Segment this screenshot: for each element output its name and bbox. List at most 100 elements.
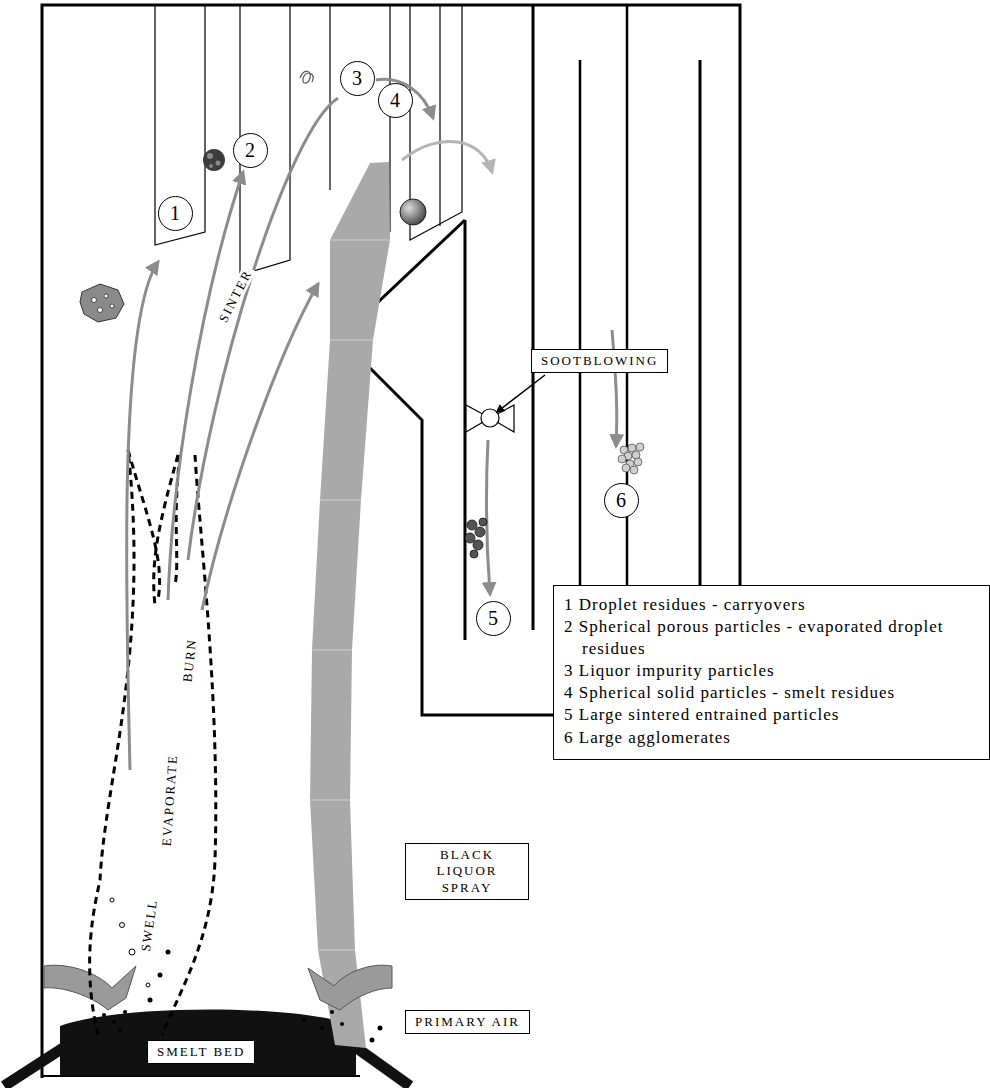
node-text: 4 bbox=[390, 89, 400, 112]
drawing-stroke bbox=[475, 527, 485, 537]
drawing-stroke bbox=[378, 1026, 383, 1031]
drawing-stroke bbox=[188, 98, 338, 560]
callout-number: 4 bbox=[378, 83, 413, 118]
drawing-stroke bbox=[308, 965, 392, 1010]
smelt-residue-arrow bbox=[402, 141, 492, 172]
drawing-stroke bbox=[123, 1010, 127, 1014]
drawing-stroke bbox=[216, 161, 221, 166]
process-stage-label: EVAPORATE bbox=[160, 752, 181, 849]
drawing-stroke bbox=[120, 923, 125, 928]
drawing-stroke bbox=[330, 1010, 334, 1014]
drawing-stroke bbox=[699, 60, 702, 585]
drawing-stroke bbox=[618, 455, 626, 463]
drawing-stroke bbox=[146, 983, 150, 987]
drawing-stroke bbox=[470, 550, 478, 558]
drawing-stroke bbox=[340, 1022, 344, 1026]
process-stage-label: SWELL bbox=[139, 896, 161, 955]
drawing-stroke bbox=[465, 518, 487, 558]
label-box: BLACK LIQUOR SPRAY bbox=[405, 843, 529, 900]
drawing-stroke bbox=[300, 71, 313, 83]
boiler-wall bbox=[42, 5, 740, 1078]
drawing-stroke bbox=[465, 533, 475, 543]
drawing-stroke bbox=[487, 440, 490, 594]
drawing-stroke bbox=[370, 1038, 375, 1043]
sootblower-symbol bbox=[466, 375, 545, 432]
drawing-stroke bbox=[497, 375, 545, 412]
drawing-stroke bbox=[154, 455, 178, 605]
drawing-stroke bbox=[630, 466, 638, 474]
node-text: 5 bbox=[488, 607, 498, 630]
drawing-stroke bbox=[168, 172, 243, 600]
callout-number: 3 bbox=[340, 61, 375, 96]
drawing-stroke bbox=[479, 518, 487, 526]
callout-number: 6 bbox=[604, 483, 639, 518]
drawing-stroke bbox=[636, 443, 644, 451]
node-text: 6 Large agglomerates bbox=[564, 727, 981, 749]
node-text: 3 Liquor impurity particles bbox=[564, 660, 981, 682]
drawing-stroke bbox=[618, 443, 644, 474]
drawing-stroke bbox=[92, 298, 97, 303]
label-box: PRIMARY AIR bbox=[405, 1010, 530, 1034]
drawing-stroke bbox=[376, 79, 433, 118]
drawing-stroke bbox=[4, 1046, 66, 1086]
node-text: SOOTBLOWING bbox=[541, 353, 658, 368]
drawing-stroke bbox=[80, 284, 124, 322]
drawing-stroke bbox=[473, 540, 483, 550]
drawing-stroke bbox=[634, 458, 642, 466]
drawing-stroke bbox=[166, 950, 171, 955]
node-text: 1 bbox=[170, 202, 180, 225]
node-text: 3 bbox=[352, 67, 362, 90]
drawing-stroke bbox=[207, 153, 213, 159]
drawing-stroke bbox=[302, 1018, 306, 1022]
drawing-stroke bbox=[439, 5, 440, 226]
node-text: 4 Spherical solid particles - smelt resi… bbox=[564, 682, 981, 704]
node-text: SMELT BED bbox=[157, 1044, 245, 1059]
gas-plume bbox=[310, 162, 390, 1048]
drawing-stroke bbox=[622, 464, 630, 472]
liquor-nozzle bbox=[44, 965, 392, 1010]
drawing-stroke bbox=[467, 520, 477, 530]
node-text: 2 bbox=[245, 139, 255, 162]
legend-box: 1 Droplet residues - carryovers2 Spheric… bbox=[553, 585, 990, 760]
node-text: BLACK LIQUOR SPRAY bbox=[436, 847, 497, 895]
drawing-stroke bbox=[579, 60, 582, 585]
drawing-stroke bbox=[612, 330, 617, 446]
drawing-stroke bbox=[118, 1028, 122, 1032]
drawing-stroke bbox=[354, 1046, 410, 1086]
node-text: PRIMARY AIR bbox=[415, 1014, 520, 1029]
drawing-stroke bbox=[110, 898, 114, 902]
drawing-stroke bbox=[310, 162, 390, 1048]
drawing-stroke bbox=[127, 262, 158, 770]
drawing-stroke bbox=[110, 304, 114, 308]
drawing-stroke bbox=[112, 1020, 116, 1024]
superheater-panels bbox=[155, 5, 462, 275]
drawing-stroke bbox=[158, 973, 163, 978]
liquor-droplets bbox=[102, 950, 383, 1043]
drawing-stroke bbox=[148, 998, 153, 1003]
label-box: SMELT BED bbox=[147, 1040, 255, 1064]
drawing-stroke bbox=[320, 1026, 324, 1030]
drawing-stroke bbox=[155, 5, 205, 245]
drawing-stroke bbox=[129, 949, 135, 955]
callout-number: 1 bbox=[158, 196, 193, 231]
particle-icon bbox=[80, 71, 644, 558]
drawing-stroke bbox=[98, 308, 103, 313]
node-text: 2 Spherical porous particles - evaporate… bbox=[564, 616, 981, 660]
node-text: 1 Droplet residues - carryovers bbox=[564, 594, 981, 616]
drawing-stroke bbox=[466, 405, 514, 432]
callout-number: 5 bbox=[476, 601, 511, 636]
drawing-stroke bbox=[202, 284, 318, 610]
drawing-stroke bbox=[400, 199, 426, 225]
node-text: 5 Large sintered entrained particles bbox=[564, 704, 981, 726]
drawing-stroke bbox=[60, 1010, 356, 1077]
particle-path-arrow bbox=[127, 79, 617, 770]
node-text: 6 bbox=[616, 489, 626, 512]
flame-zone-outline bbox=[90, 450, 216, 1035]
drawing-stroke bbox=[310, 240, 390, 950]
drawing-stroke bbox=[203, 149, 225, 171]
drawing-stroke bbox=[104, 294, 108, 298]
drawing-stroke bbox=[102, 1013, 106, 1017]
process-stage-label: BURN bbox=[180, 635, 199, 684]
drawing-stroke bbox=[329, 5, 330, 190]
drawing-stroke bbox=[389, 5, 390, 232]
